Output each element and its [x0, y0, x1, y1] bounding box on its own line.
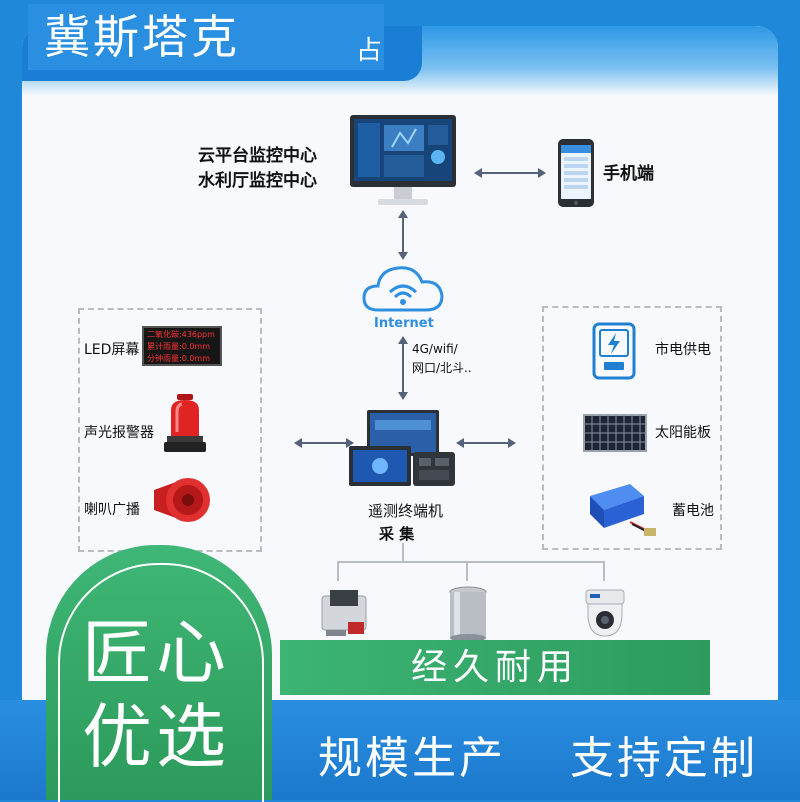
- arrow-terminal-right: [462, 442, 508, 444]
- collect-drop-3: [603, 561, 605, 581]
- monitor-label-1: 云平台监控中心: [198, 146, 317, 166]
- alarm-label: 声光报警器: [84, 425, 154, 441]
- collect-drop-1: [337, 561, 339, 581]
- telemetry-terminal-icon: [345, 408, 460, 494]
- arrow-terminal-left: [300, 442, 346, 444]
- arrow-tip-left-3: [294, 438, 302, 448]
- solar-panel-icon: [583, 414, 647, 456]
- arrow-tip-right-3: [346, 438, 354, 448]
- monitor-label-2: 水利厅监控中心: [198, 171, 317, 191]
- solar-label: 太阳能板: [655, 425, 711, 441]
- link-label-2: 网口/北斗..: [412, 361, 472, 375]
- left-slogan-badge: 匠心 优选: [46, 545, 272, 802]
- horn-speaker-icon: [150, 474, 214, 530]
- clipped-title-fragment: 占: [356, 36, 383, 66]
- arrow-tip-down: [398, 252, 408, 260]
- led-line-2: 累计雨量:0.0mm: [147, 342, 211, 351]
- arrow-tip-up: [398, 210, 408, 218]
- arrow-tip-right: [538, 168, 546, 178]
- phone-label: 手机端: [603, 164, 654, 184]
- cloud-label: Internet: [374, 316, 434, 331]
- collect-label: 采 集: [379, 525, 415, 543]
- alarm-light-icon: [162, 392, 208, 458]
- collect-branch: [337, 561, 605, 563]
- arrow-monitor-phone: [480, 172, 538, 174]
- battery-icon: [584, 478, 658, 542]
- arrow-tip-right-4: [508, 438, 516, 448]
- mains-power-label: 市电供电: [655, 342, 711, 358]
- link-label-1: 4G/wifi/: [412, 342, 458, 356]
- collect-drop-2: [466, 561, 468, 581]
- battery-label: 蓄电池: [672, 503, 714, 519]
- slogan-bottom-2: 支持定制: [570, 733, 758, 784]
- led-line-1: 二氧化碳:436ppm: [147, 330, 215, 339]
- arrow-cloud-terminal: [402, 342, 404, 392]
- rain-gauge-icon: [446, 584, 490, 646]
- arrow-monitor-cloud: [402, 216, 404, 252]
- slogan-bottom-1: 规模生产: [318, 733, 506, 784]
- terminal-label: 遥测终端机: [368, 502, 444, 520]
- monitor-icon: [348, 113, 458, 212]
- left-slogan-border: [58, 563, 264, 802]
- horn-label: 喇叭广播: [84, 502, 140, 518]
- arrow-tip-down-2: [398, 392, 408, 400]
- phone-icon: [557, 138, 595, 212]
- slogan-left-1: 匠心: [82, 612, 230, 694]
- brand-title: 冀斯塔克: [28, 4, 384, 70]
- led-label: LED屏幕: [84, 342, 140, 358]
- led-line-3: 分钟雨量:0.0mm: [147, 354, 211, 363]
- arrow-tip-left-4: [456, 438, 464, 448]
- right-power-panel: [542, 306, 722, 550]
- collect-trunk: [402, 543, 404, 561]
- arrow-tip-left: [474, 168, 482, 178]
- sensor-box-icon: [318, 588, 370, 644]
- dome-camera-icon: [580, 588, 630, 644]
- mains-power-icon: [592, 322, 636, 384]
- slogan-left-2: 优选: [82, 696, 230, 778]
- led-screen: 二氧化碳:436ppm 累计雨量:0.0mm 分钟雨量:0.0mm: [142, 326, 222, 366]
- slogan-middle: 经久耐用: [280, 640, 710, 695]
- cloud-internet-icon: [360, 258, 446, 324]
- arrow-tip-up-2: [398, 336, 408, 344]
